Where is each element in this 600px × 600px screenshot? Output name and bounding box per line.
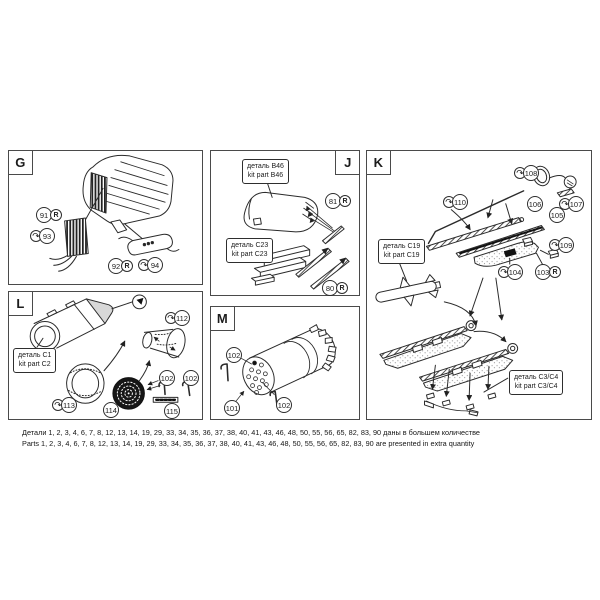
panel-label-m: M: [209, 305, 235, 331]
footer-line-ru: Детали 1, 2, 3, 4, 6, 7, 8, 12, 13, 14, …: [22, 428, 480, 437]
callout-91-r: R: [50, 209, 62, 221]
callout-112: 112: [174, 310, 190, 326]
callout-102-top: 102: [226, 347, 242, 363]
panel-label-g: G: [7, 149, 33, 175]
callout-109: 109: [558, 237, 574, 253]
panel-g: G 91 R ↷ 93 92 R ↷ 94: [7, 149, 203, 285]
part-label-c3c4-en: kit part C3/C4: [514, 383, 558, 391]
panel-l: L деталь C1 kit part C2 ↷ 112 ↷ 113 114 …: [7, 290, 203, 420]
part-label-b46: деталь B46 kit part B46: [242, 159, 289, 184]
panel-label-k: K: [365, 149, 391, 175]
callout-106: 106: [527, 196, 543, 212]
callout-114: 114: [103, 402, 119, 418]
part-label-c3c4-ru: деталь C3/C4: [514, 374, 559, 381]
footer-line-en: Parts 1, 2, 3, 4, 6, 7, 8, 12, 13, 14, 1…: [22, 439, 475, 448]
callout-102-bottom: 102: [276, 397, 292, 413]
panel-j: J деталь B46 kit part B46 деталь C23 kit…: [210, 149, 361, 296]
callout-110: 110: [452, 194, 468, 210]
part-label-c23: деталь C23 kit part C23: [226, 238, 274, 263]
panel-k: K деталь C19 kit part C19 деталь C3/C4 k…: [365, 149, 592, 420]
callout-81: 81: [325, 193, 341, 209]
callout-94: 94: [147, 257, 163, 273]
part-label-c3c4: деталь C3/C4 kit part C3/C4: [509, 370, 564, 395]
part-label-c19-ru: деталь C19: [383, 243, 421, 250]
part-label-b46-en: kit part B46: [247, 172, 284, 180]
callout-101: 101: [224, 400, 240, 416]
panel-k-illustration: [375, 165, 577, 417]
part-label-c1: деталь C1 kit part C2: [13, 348, 57, 373]
callout-80-r: R: [336, 282, 348, 294]
footer-note: Детали 1, 2, 3, 4, 6, 7, 8, 12, 13, 14, …: [22, 427, 480, 449]
callout-115: 115: [164, 403, 180, 419]
part-label-c1-ru: деталь C1: [18, 352, 52, 359]
panel-l-illustration: [29, 294, 191, 410]
panel-m: M 102 101 102: [209, 305, 360, 420]
panel-m-illustration: [220, 324, 337, 408]
callout-92-r: R: [121, 260, 133, 272]
part-label-b46-ru: деталь B46: [247, 163, 284, 170]
part-label-c1-en: kit part C2: [18, 361, 51, 369]
panel-label-j: J: [335, 149, 361, 175]
part-label-c23-ru: деталь C23: [231, 242, 269, 249]
panel-label-l: L: [7, 290, 33, 316]
callout-113: 113: [61, 397, 77, 413]
callout-103-r: R: [549, 266, 561, 278]
callout-104: 104: [507, 264, 523, 280]
panel-g-illustration: [49, 154, 180, 272]
part-label-c23-en: kit part C23: [231, 251, 268, 259]
part-label-c19: деталь C19 kit part C19: [378, 239, 426, 264]
callout-107: 107: [568, 196, 584, 212]
callout-93: 93: [39, 228, 55, 244]
callout-81-r: R: [339, 195, 351, 207]
callout-108: 108: [523, 165, 539, 181]
callout-105: 105: [549, 207, 565, 223]
callout-102-a: 102: [159, 370, 175, 386]
part-label-c19-en: kit part C19: [383, 252, 420, 260]
callout-102-b: 102: [183, 370, 199, 386]
